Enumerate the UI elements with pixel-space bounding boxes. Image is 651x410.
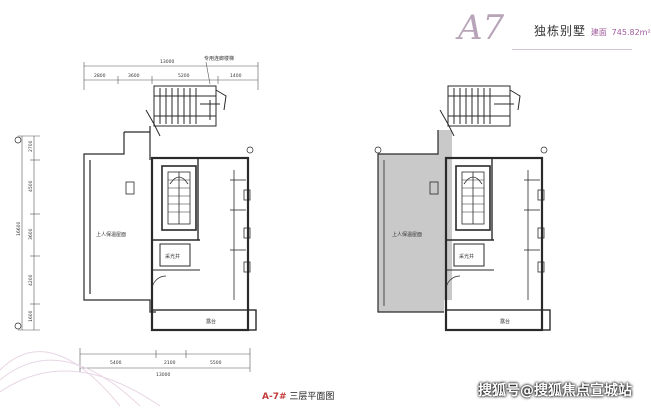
villa-type: 独栋别墅 建面 745.82m² [534, 22, 651, 39]
main-building-right [429, 156, 551, 332]
roof-terrace-left [83, 126, 156, 313]
left-dimension-chain [18, 135, 40, 331]
dim-top-total: 13000 [160, 59, 174, 65]
roof-label-left: 上人保温屋面 [96, 231, 126, 238]
top-stair-bridge-right [439, 85, 521, 137]
dim-left-5: 1600 [28, 310, 34, 322]
plan-caption: A-7# 三层平面图 [262, 389, 392, 402]
model-logo: A7 [458, 8, 505, 48]
dim-top-3: 5200 [178, 73, 190, 79]
terrace-label-right: 露台 [500, 318, 510, 325]
dim-top-2: 3600 [128, 73, 140, 79]
lightwell-label-left: 采光井 [165, 253, 180, 260]
plan-title: 三层平面图 [289, 392, 335, 402]
dim-bottom-3: 5500 [210, 360, 222, 366]
source-watermark: 搜狐号@搜狐焦点宣城站 [478, 383, 632, 399]
bottom-dimension-chain [79, 348, 251, 372]
top-stair-bridge [145, 85, 227, 137]
axis-markers-left [14, 136, 254, 330]
lightwell-label-right: 采光井 [459, 253, 474, 260]
dim-left-3: 3600 [28, 228, 34, 240]
floor-plan-drawing: 专用连廊楼梯 13000 2800 3600 5200 1400 16600 2… [0, 55, 551, 407]
dim-left-4: 4200 [28, 274, 34, 286]
top-note: 专用连廊楼梯 [204, 55, 234, 62]
roof-terrace-right-shade [378, 130, 452, 312]
dim-left-total: 16600 [16, 222, 22, 236]
dim-bottom-total: 13000 [156, 372, 170, 378]
left-floor-plan [14, 61, 259, 372]
dim-left-2: 4500 [28, 180, 34, 192]
dim-bottom-1: 5400 [110, 360, 122, 366]
roof-label-right: 上人保温屋面 [392, 231, 422, 238]
dim-left-1: 2700 [28, 140, 34, 152]
terrace-label-left: 露台 [206, 318, 216, 325]
roof-terrace-right [377, 130, 444, 313]
note-leader [205, 61, 211, 85]
top-dimension-chain [83, 62, 259, 90]
dim-bottom-2: 2100 [164, 360, 176, 366]
floor-plan-figure: 专用连廊楼梯 13000 2800 3600 5200 1400 16600 2… [0, 8, 651, 407]
decorative-swoosh [0, 351, 161, 407]
main-building-left [125, 156, 257, 332]
dim-top-1: 2800 [94, 73, 106, 79]
area-value: 745.82m² [611, 28, 651, 37]
right-floor-plan [374, 85, 551, 332]
brand-underline [512, 49, 632, 50]
brand-header: A7 独栋别墅 建面 745.82m² [452, 8, 651, 52]
villa-type-text: 独栋别墅 [534, 24, 587, 38]
plan-code: A-7# [262, 392, 287, 402]
area-prefix: 建面 [590, 28, 607, 37]
dim-top-4: 1400 [230, 73, 242, 79]
axis-markers-right [374, 146, 548, 154]
